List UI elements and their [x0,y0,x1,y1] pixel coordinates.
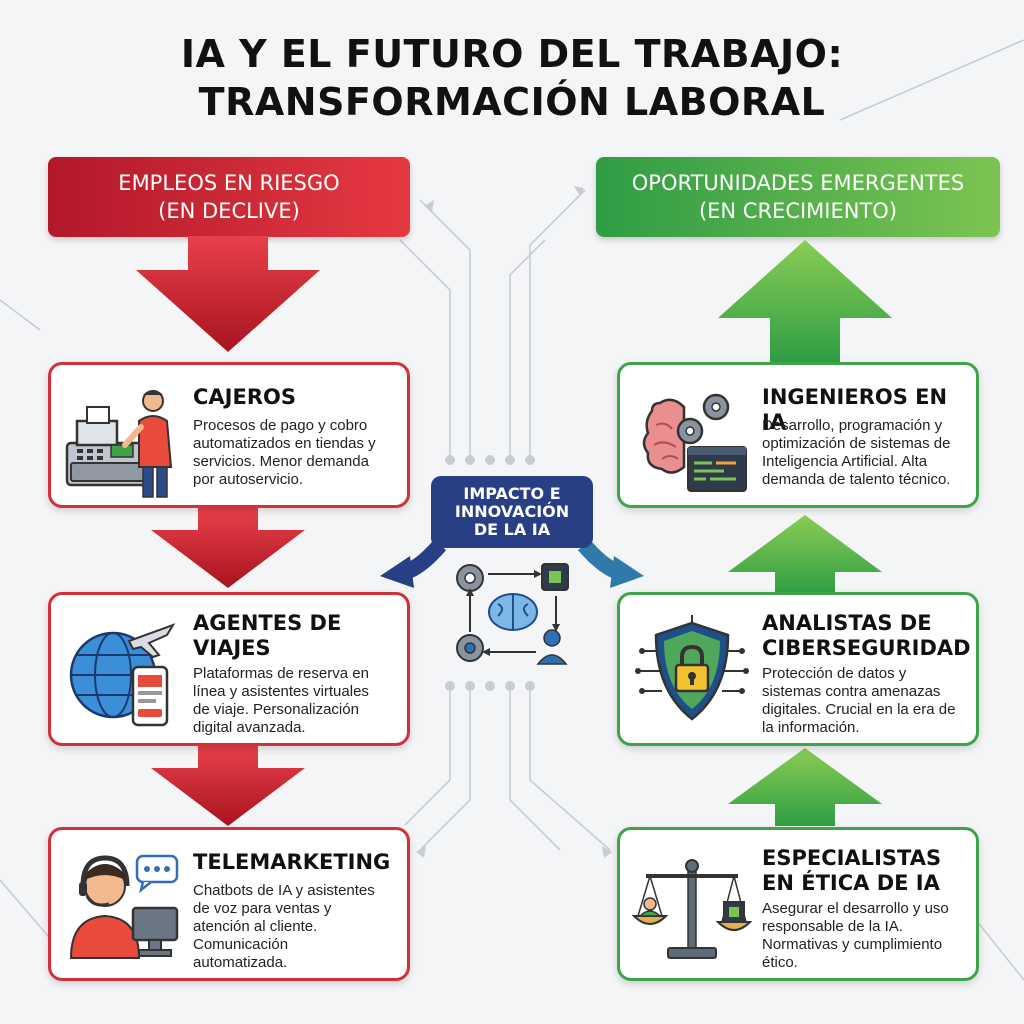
title-line: CIBERSEGURIDAD [762,636,971,660]
desc-line: ético. [762,954,798,971]
desc-line: Protección de datos y [762,665,907,682]
desc-line: automatizada. [193,954,288,971]
chip-icon [541,563,569,591]
desc-line: Comunicación [193,936,289,953]
hub-line: DE LA IA [473,520,551,539]
card-title: AGENTES DE VIAJES [193,611,399,661]
card-telemarketing: TELEMARKETING Chatbots de IA y asistente… [48,827,410,981]
title-line: VIAJES [193,636,271,660]
desc-line: Inteligencia Artificial. Alta [762,453,928,470]
desc-line: Plataformas de reserva en [193,665,369,682]
cash-register-icon [65,390,173,498]
up-arrow [728,515,882,594]
user-icon [536,629,568,665]
title-line: ANALISTAS DE [762,611,932,635]
down-arrow [136,236,320,352]
globe-airplane-icon [69,623,176,727]
card-title: ESPECIALISTAS EN ÉTICA DE IA [762,846,968,896]
decline-subheading: (EN DECLIVE) [158,199,300,223]
card-description: Desarrollo, programación y optimización … [762,417,968,489]
headset-operator-icon [69,854,179,959]
page-title: IA Y EL FUTURO DEL TRABAJO: TRANSFORMACI… [0,30,1024,126]
hub-line: IMPACTO E [463,484,561,503]
desc-line: Procesos de pago y cobro [193,417,368,434]
down-arrow [151,508,305,588]
card-title: ANALISTAS DE CIBERSEGURIDAD [762,611,971,661]
desc-line: Normativas y cumplimiento [762,936,943,953]
card-cajeros: CAJEROS Procesos de pago y cobro automat… [48,362,410,508]
title-line-1: IA Y EL FUTURO DEL TRABAJO: [180,32,844,76]
card-title: CAJEROS [193,385,399,410]
hub-label: IMPACTO E INNOVACIÓN DE LA IA [431,476,593,548]
title-line: AGENTES DE [193,611,342,635]
up-arrow [728,748,882,826]
card-analistas-de-ciberseguridad: ANALISTAS DE CIBERSEGURIDAD Protección d… [617,592,979,746]
ai-cycle-icon [456,563,569,665]
card-description: Plataformas de reserva en línea y asiste… [193,665,399,737]
decline-banner: EMPLEOS EN RIESGO (EN DECLIVE) [48,157,410,237]
desc-line: Chatbots de IA y asistentes [193,882,375,899]
card-description: Procesos de pago y cobro automatizados e… [193,417,399,489]
scales-icon [632,859,752,959]
up-arrow [718,240,892,362]
desc-line: servicios. Menor demanda [193,453,369,470]
desc-line: optimización de sistemas de [762,435,951,452]
desc-line: automatizados en tiendas y [193,435,376,452]
desc-line: de viaje. Personalización [193,701,359,718]
desc-line: atención al cliente. [193,918,318,935]
card-ingenieros-en-ia: INGENIEROS EN IA Desarrollo, programació… [617,362,979,508]
card-title: INGENIEROS EN IA [762,385,968,435]
down-arrow [151,746,305,826]
title-line: EN ÉTICA DE IA [762,871,940,895]
card-especialistas-en-etica-de-ia: ESPECIALISTAS EN ÉTICA DE IA Asegurar el… [617,827,979,981]
growth-heading: OPORTUNIDADES EMERGENTES [631,171,965,195]
card-description: Protección de datos y sistemas contra am… [762,665,968,737]
title-line-2: TRANSFORMACIÓN LABORAL [198,80,826,124]
title-line: TELEMARKETING [193,850,391,874]
desc-line: digital avanzada. [193,719,306,736]
card-title: TELEMARKETING [193,850,399,875]
decline-heading: EMPLEOS EN RIESGO [118,171,340,195]
shield-lock-icon [635,615,749,721]
desc-line: la información. [762,719,860,736]
desc-line: digitales. Crucial en la era de [762,701,956,718]
title-line: INGENIEROS EN IA [762,385,948,434]
card-description: Chatbots de IA y asistentes de voz para … [193,882,399,972]
gear-icon [456,634,484,662]
hub-line: INNOVACIÓN [454,502,570,521]
brain-gears-icon [642,393,747,492]
desc-line: responsable de la IA. [762,918,903,935]
desc-line: sistemas contra amenazas [762,683,941,700]
desc-line: Asegurar el desarrollo y uso [762,900,949,917]
growth-banner: OPORTUNIDADES EMERGENTES (EN CRECIMIENTO… [596,157,1000,237]
gear-icon [456,564,484,592]
desc-line: línea y asistentes virtuales [193,683,369,700]
brain-icon [488,593,538,631]
desc-line: de voz para ventas y [193,900,332,917]
card-agentes-de-viajes: AGENTES DE VIAJES Plataformas de reserva… [48,592,410,746]
desc-line: por autoservicio. [193,471,304,488]
card-description: Asegurar el desarrollo y uso responsable… [762,900,968,972]
desc-line: demanda de talento técnico. [762,471,951,488]
title-line: ESPECIALISTAS [762,846,942,870]
title-line: CAJEROS [193,385,296,409]
desc-line: Desarrollo, programación y [762,417,943,434]
growth-subheading: (EN CRECIMIENTO) [698,199,898,223]
